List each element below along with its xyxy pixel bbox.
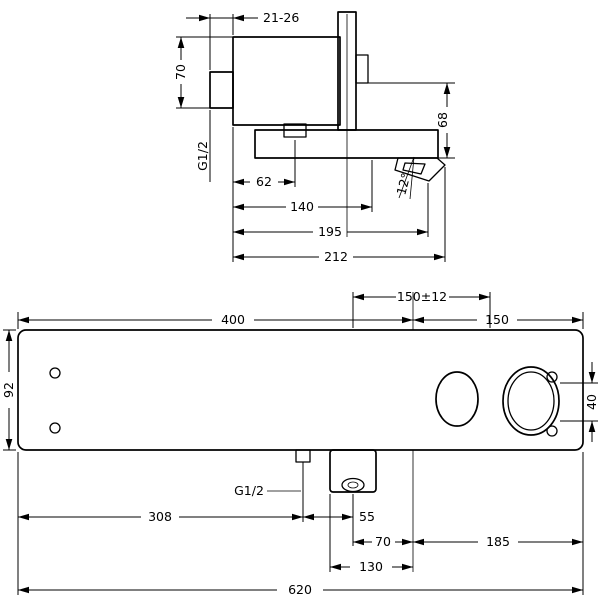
side-profile-view: 21-26 70 G1/2 62 140	[173, 10, 455, 264]
hose-outlet-oval	[341, 477, 365, 493]
dim-body-height: 70	[173, 36, 233, 109]
dim-outlet-reach: 195	[233, 183, 429, 239]
dim-spout-connection-label: 62	[256, 174, 272, 189]
dim-centerline-to-edge: 185	[413, 534, 583, 549]
outlet-thread-label: G1/2	[234, 483, 264, 498]
dim-front-height-label: 92	[1, 382, 16, 398]
valve-body-outline	[232, 36, 341, 126]
dim-thread-to-outlet-label: 55	[359, 509, 375, 524]
dim-wall-distance: 21-26	[186, 10, 299, 70]
mounting-hole	[49, 422, 61, 434]
inlet-thread-label: G1/2	[195, 141, 210, 171]
spout-aerator	[402, 162, 426, 175]
mounting-hole	[546, 425, 558, 437]
hose-outlet-stub	[355, 54, 369, 84]
dim-handle-offset-label: 40	[584, 394, 599, 410]
dim-outlet-to-centerline: 70	[353, 534, 413, 549]
dim-connection-spacing: 150±12	[352, 289, 491, 328]
dim-outlet-reach-label: 195	[318, 224, 342, 239]
dim-connection-spacing-label: 150±12	[397, 289, 447, 304]
dim-spout-angle-label: 12°	[393, 171, 413, 196]
dim-total-width-label: 620	[288, 582, 312, 597]
dim-holder-reach-label: 140	[290, 199, 314, 214]
mixer-body-outline	[17, 329, 584, 451]
dim-wall-distance-label: 21-26	[263, 10, 299, 25]
dim-front-height: 92	[1, 329, 16, 451]
dim-edge-to-thread: 308	[18, 509, 303, 524]
dim-centerline-to-edge-label: 185	[486, 534, 510, 549]
dim-box-span-label: 130	[359, 559, 383, 574]
dim-handle-offset: 40	[560, 362, 599, 442]
dim-drop-height-label: 68	[435, 112, 450, 128]
dim-span-left-label: 400	[221, 312, 245, 327]
spout-connection-boss	[283, 123, 307, 138]
dim-spout-connection: 62	[233, 140, 296, 189]
dim-span-left: 400 150	[17, 312, 584, 329]
dim-total-reach-label: 212	[324, 249, 348, 264]
angle-reference-line	[398, 156, 415, 199]
dim-total-width: 620	[18, 582, 583, 597]
dim-total-reach: 212	[233, 167, 446, 264]
g12-outlet-stub	[295, 449, 311, 463]
dim-outlet-to-centerline-label: 70	[375, 534, 391, 549]
front-view: 150±12 400 150 92 40	[1, 289, 599, 597]
angle-reference-line	[409, 156, 415, 200]
dim-edge-to-thread-label: 308	[148, 509, 172, 524]
dim-body-height-label: 70	[173, 64, 188, 80]
dim-thread-to-outlet: 55	[303, 509, 375, 524]
inlet-thread-callout: G1/2	[195, 110, 211, 182]
dim-box-span: 130	[330, 559, 413, 574]
mounting-hole	[49, 367, 61, 379]
dim-span-right-label: 150	[485, 312, 509, 327]
select-handle-outline	[435, 371, 479, 427]
thermostat-handle-inner	[507, 371, 555, 431]
mounting-hole	[546, 371, 558, 383]
outlet-thread-callout: G1/2	[234, 483, 301, 498]
spout-tip-outline	[394, 157, 446, 182]
wall-connection-stub	[209, 71, 234, 109]
thermostat-handle-outer	[502, 366, 560, 436]
dim-holder-reach: 140	[233, 160, 373, 214]
hose-outlet-oval-inner	[347, 481, 359, 489]
shelf-profile	[254, 129, 439, 159]
hose-outlet-box	[329, 449, 377, 493]
dim-drop-height: 68	[368, 82, 455, 159]
